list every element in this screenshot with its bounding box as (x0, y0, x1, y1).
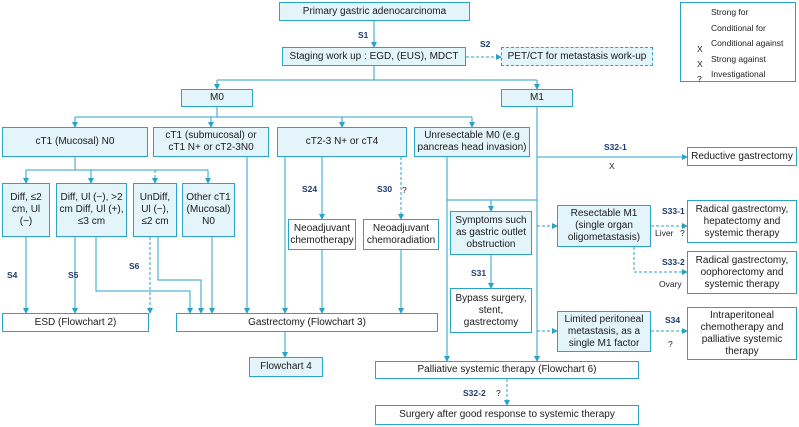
node-m0: M0 (181, 89, 253, 107)
mark-q-s30: ? (402, 185, 407, 195)
statement-s24: S24 (302, 184, 318, 194)
mark-q-liver: ? (680, 228, 685, 238)
statement-s31: S31 (471, 268, 487, 278)
node-flowchart4: Flowchart 4 (249, 357, 323, 377)
statement-s2: S2 (480, 39, 491, 49)
node-palliative: Palliative systemic therapy (Flowchart 6… (375, 361, 639, 379)
node-undiff: UnDiff, Ul (−), ≤2 cm (133, 183, 177, 237)
node-radical-hep: Radical gastrectomy, hepatectomy and sys… (687, 200, 797, 243)
edge-unresectable-symptoms-bar (446, 157, 537, 201)
statement-s32-2: S32-2 (463, 388, 486, 398)
node-diff-le2: Diff, ≤2 cm, Ul (−) (2, 183, 50, 237)
node-esd: ESD (Flowchart 2) (2, 313, 149, 332)
mark-q-s32-2: ? (496, 388, 501, 398)
node-symptoms: Symptoms such as gastric outlet obstruct… (450, 211, 532, 255)
statement-s6: S6 (129, 261, 140, 271)
node-primary: Primary gastric adenocarcinoma (279, 2, 470, 21)
statement-s5: S5 (68, 270, 79, 280)
node-ct1-mucosal: cT1 (Mucosal) N0 (2, 127, 148, 157)
note-ovary: Ovary (659, 279, 682, 289)
legend-q-mark: ? (697, 74, 702, 84)
legend-strong-for: Strong for (711, 7, 749, 17)
legend-x-mark-1: X (697, 44, 703, 54)
statement-s32-1: S32-1 (604, 142, 627, 152)
statement-s33-1: S33-1 (662, 206, 685, 216)
edge-diffui-gastrectomy (95, 237, 193, 314)
node-ct1-submucosal: cT1 (submucosal) or cT1 N+ or cT2-3N0 (153, 127, 269, 157)
statement-s1: S1 (358, 30, 369, 40)
node-intraperitoneal: Intraperitoneal chemotherapy and palliat… (687, 307, 797, 360)
node-unresectable: Unresectable M0 (e.g pancreas head invas… (414, 127, 530, 157)
statement-s34: S34 (665, 315, 681, 325)
statement-s33-2: S33-2 (662, 257, 685, 267)
node-diff-ul: Diff, Ul (−), >2 cm Diff, Ul (+), ≤3 cm (56, 183, 127, 237)
node-surgery-after: Surgery after good response to systemic … (375, 405, 639, 425)
node-staging: Staging work up : EGD, (EUS), MDCT (282, 47, 466, 66)
node-radical-ooph: Radical gastrectomy, oophorectomy and sy… (687, 251, 797, 294)
mark-q-s34: ? (668, 339, 673, 349)
node-neoadj-chemorad: Neoadjuvant chemoradiation (363, 219, 439, 250)
legend-conditional-against: Conditional against (711, 38, 784, 48)
node-gastrectomy: Gastrectomy (Flowchart 3) (176, 313, 438, 332)
node-other-ct1: Other cT1 (Mucosal) N0 (182, 183, 235, 237)
mark-x-reductive: X (609, 161, 615, 171)
legend-investigational: Investigational (711, 69, 766, 79)
node-limited-peri: Limited peritoneal metastasis, as a sing… (557, 311, 651, 352)
node-pet: PET/CT for metastasis work-up (501, 47, 653, 66)
node-resectable-m1: Resectable M1 (single organ oligometasta… (557, 205, 651, 247)
statement-s4: S4 (7, 270, 18, 280)
edge-resectable-oophorectomy (633, 247, 688, 275)
legend-x-mark-2: X (697, 59, 703, 69)
node-ct2-3: cT2-3 N+ or cT4 (277, 127, 407, 157)
node-m1: M1 (501, 89, 573, 107)
node-neoadj-chemo: Neoadjuvant chemotherapy (288, 219, 356, 250)
legend: Strong for Conditional for Conditional a… (680, 2, 796, 84)
edge-undiff-gastrectomy (157, 237, 204, 314)
note-liver: Liver (655, 228, 674, 238)
node-reductive: Reductive gastrectomy (687, 147, 797, 166)
legend-conditional-for: Conditional for (711, 23, 766, 33)
legend-strong-against: Strong against (711, 54, 766, 64)
node-bypass: Bypass surgery, stent, gastrectomy (450, 288, 532, 333)
statement-s30: S30 (377, 184, 393, 194)
